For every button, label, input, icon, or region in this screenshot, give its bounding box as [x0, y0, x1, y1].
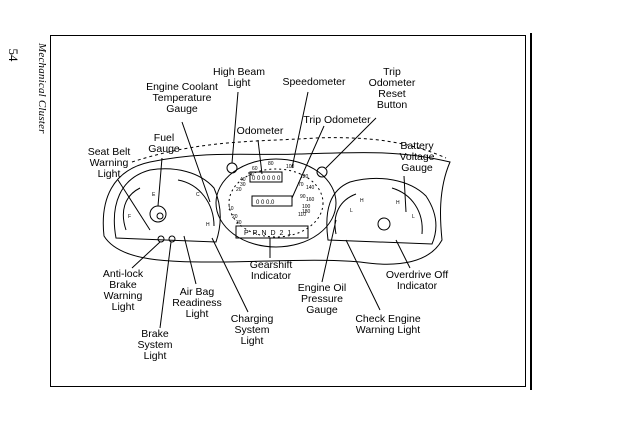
- speedometer-dial-inner: [228, 168, 324, 238]
- label-brake-system-light: Brake System Light: [137, 328, 173, 362]
- svg-text:80: 80: [268, 161, 274, 167]
- leader-high-beam: [231, 91, 239, 164]
- leader-battery: [403, 175, 407, 213]
- svg-text:30: 30: [240, 182, 246, 188]
- label-engine-coolant-temperature-gauge: Engine Coolant Temperature Gauge: [146, 81, 218, 115]
- label-fuel-gauge: Fuel Gauge: [148, 132, 180, 155]
- oil-pressure-gauge-dial: [334, 193, 357, 235]
- svg-text:30: 30: [236, 220, 242, 226]
- svg-text:50: 50: [248, 172, 254, 178]
- abs-lamp: [157, 235, 165, 243]
- svg-text:F: F: [128, 214, 131, 220]
- label-engine-oil-pressure-gauge: Engine Oil Pressure Gauge: [297, 282, 347, 316]
- label-check-engine-warning-light: Check Engine Warning Light: [355, 313, 421, 336]
- svg-text:100: 100: [302, 204, 311, 210]
- svg-text:20: 20: [232, 214, 238, 220]
- speedometer-dial-outer: [215, 158, 337, 248]
- label-speedometer: Speedometer: [282, 76, 346, 88]
- leader-overdrive: [395, 239, 411, 269]
- svg-text:H: H: [360, 198, 364, 204]
- label-gearshift-indicator: Gearshift Indicator: [249, 259, 293, 282]
- label-air-bag-readiness-light: Air Bag Readiness Light: [172, 286, 222, 320]
- svg-text:20: 20: [236, 187, 242, 193]
- svg-text:160: 160: [306, 197, 315, 203]
- leader-coolant: [181, 121, 211, 203]
- high-beam-lamp: [226, 162, 238, 174]
- odometer-window: [249, 171, 283, 183]
- svg-text:60: 60: [252, 166, 258, 172]
- svg-text:10: 10: [228, 206, 234, 212]
- trip-window: [251, 195, 293, 207]
- svg-text:140: 140: [306, 185, 315, 191]
- label-trip-odometer-reset-button: Trip Odometer Reset Button: [368, 66, 416, 111]
- svg-text:40: 40: [240, 177, 246, 183]
- label-overdrive-off-indicator: Overdrive Off Indicator: [385, 269, 449, 292]
- leader-odometer: [257, 139, 263, 175]
- svg-text:180: 180: [302, 209, 311, 215]
- seat-belt-lamp: [156, 212, 164, 220]
- leader-trip-odometer: [291, 125, 325, 199]
- battery-voltage-gauge-dial: [391, 187, 423, 235]
- odometer-digits: 0 0 0 0 0 0: [252, 176, 281, 182]
- label-battery-voltage-gauge: Battery Voltage Gauge: [399, 140, 435, 174]
- label-seat-belt-warning-light: Seat Belt Warning Light: [87, 146, 131, 180]
- leader-speedometer: [291, 91, 309, 169]
- leader-brake: [159, 241, 172, 329]
- leader-trip-reset: [325, 117, 377, 169]
- svg-text:C: C: [196, 192, 200, 198]
- svg-text:70: 70: [298, 182, 304, 188]
- svg-text:E: E: [152, 192, 156, 198]
- left-gauge-pod: [113, 168, 221, 243]
- leader-fuel: [157, 157, 163, 207]
- svg-text:120: 120: [300, 174, 309, 180]
- label-trip-odometer: Trip Odometer: [303, 114, 371, 126]
- diagram-frame: [50, 35, 526, 387]
- svg-text:L: L: [412, 214, 415, 220]
- svg-text:90: 90: [300, 194, 306, 200]
- right-gauge-pod: [326, 177, 437, 245]
- label-odometer: Odometer: [236, 125, 284, 137]
- coolant-gauge-dial: [177, 179, 215, 227]
- gearshift-window: [235, 225, 309, 239]
- svg-text:H: H: [206, 222, 210, 228]
- cluster-hood-ridge: [131, 137, 447, 163]
- svg-text:H: H: [396, 200, 400, 206]
- label-charging-system-light: Charging System Light: [230, 313, 274, 347]
- cluster-housing: [102, 151, 451, 265]
- leader-airbag: [183, 235, 197, 285]
- svg-text:100: 100: [286, 164, 295, 170]
- leader-check-engine: [345, 239, 381, 311]
- section-header: Mechanical Cluster: [36, 43, 48, 134]
- trip-digits: 0 0 0.0: [256, 200, 275, 206]
- fuel-gauge-dial: [122, 187, 141, 231]
- svg-text:110: 110: [298, 212, 306, 218]
- leader-charging: [211, 237, 249, 313]
- brake-lamp: [168, 235, 176, 243]
- leader-abs: [131, 241, 161, 269]
- trip-reset-button: [316, 166, 328, 178]
- label-anti-lock-brake-warning-light: Anti-lock Brake Warning Light: [102, 268, 144, 313]
- leader-oil: [321, 219, 337, 283]
- margin-rule: [530, 33, 532, 390]
- gearshift-letters: P R N D 2 1: [244, 230, 292, 237]
- svg-text:L: L: [350, 208, 353, 214]
- label-high-beam-light: High Beam Light: [213, 66, 265, 89]
- battery-gauge-hub: [377, 217, 391, 231]
- leader-seat-belt: [117, 179, 151, 231]
